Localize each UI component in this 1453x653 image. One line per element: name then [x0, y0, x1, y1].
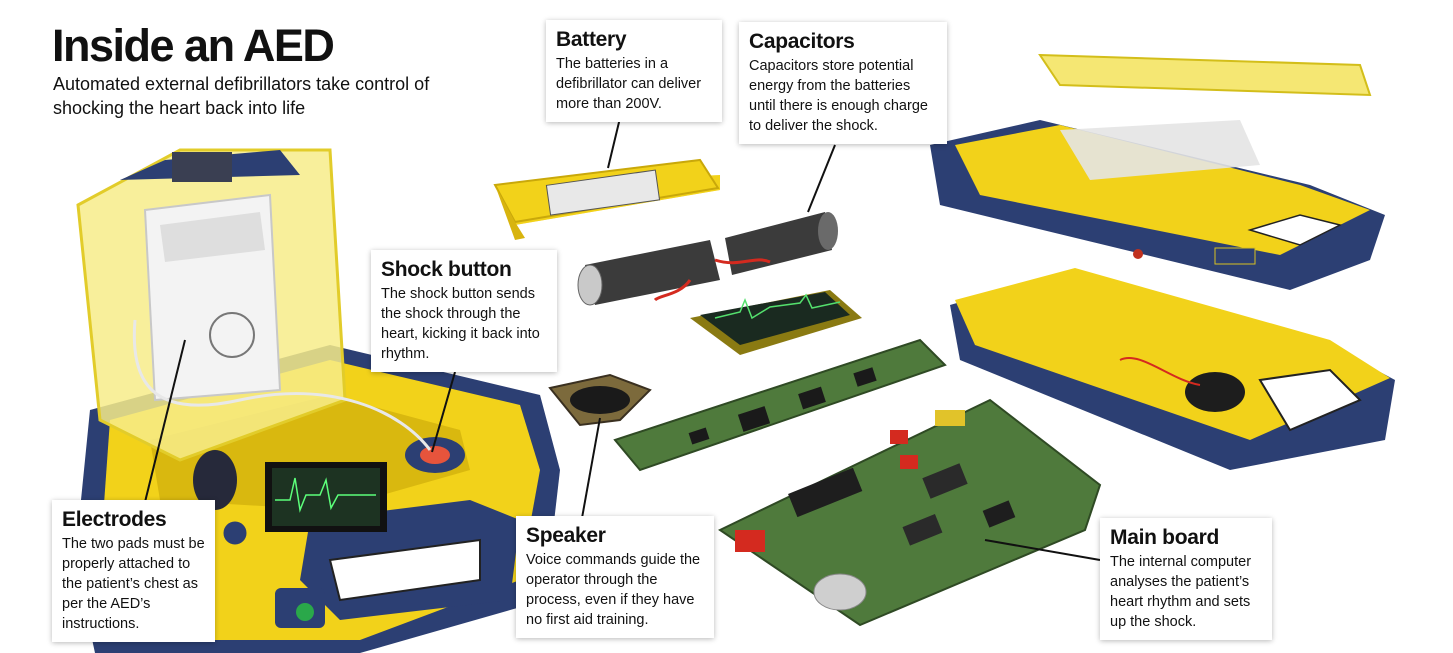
lower-housing-part — [950, 268, 1395, 470]
capacitors-callout-text: Capacitors store potential energy from t… — [749, 58, 928, 134]
upper-circuit-board — [613, 338, 947, 472]
main-circuit-board — [718, 398, 1102, 627]
electrodes-callout: Electrodes The two pads must be properly… — [52, 500, 215, 642]
battery-callout: Battery The batteries in a defibrillator… — [546, 20, 722, 122]
main-board-callout-title: Main board — [1110, 526, 1220, 549]
capacitors-callout: Capacitors Capacitors store potential en… — [739, 22, 947, 144]
speaker-callout-text: Voice commands guide the operator throug… — [526, 552, 701, 628]
capacitors-callout-title: Capacitors — [749, 30, 855, 53]
main-board-callout: Main board The internal computer analyse… — [1100, 518, 1272, 640]
battery-part — [493, 158, 720, 240]
shock-button-callout: Shock button The shock button sends the … — [371, 250, 557, 372]
page-title: Inside an AED — [52, 20, 335, 71]
display-module-part — [690, 290, 862, 355]
upper-housing-part — [930, 53, 1385, 290]
battery-callout-text: The batteries in a defibrillator can del… — [556, 56, 702, 112]
speaker-callout-title: Speaker — [526, 524, 606, 547]
capacitors-part — [577, 212, 838, 306]
main-board-callout-text: The internal computer analyses the patie… — [1110, 554, 1252, 630]
shock-button-callout-text: The shock button sends the shock through… — [381, 286, 540, 362]
speaker-callout: Speaker Voice commands guide the operato… — [516, 516, 714, 638]
electrodes-callout-text: The two pads must be properly attached t… — [62, 536, 205, 632]
battery-callout-title: Battery — [556, 28, 627, 51]
leader-lines — [144, 117, 1101, 561]
page-subtitle: Automated external defibrillators take c… — [53, 74, 430, 118]
electrodes-callout-title: Electrodes — [62, 508, 167, 531]
speaker-part — [548, 373, 652, 427]
shock-button-callout-title: Shock button — [381, 258, 512, 281]
